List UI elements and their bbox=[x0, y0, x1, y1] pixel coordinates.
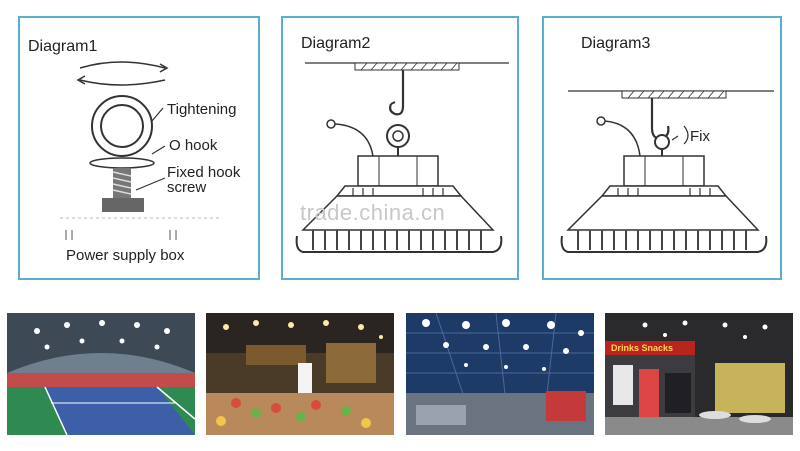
food-court-photo: Drinks Snacks bbox=[605, 313, 793, 435]
tennis-court-photo bbox=[7, 313, 195, 435]
diagram1-title: Diagram1 bbox=[28, 38, 98, 55]
restaurant-buffet-photo bbox=[206, 313, 394, 435]
diagram3-panel: Diagram3 bbox=[542, 16, 782, 280]
watermark: trade.china.cn bbox=[300, 200, 446, 225]
diagram3-title: Diagram3 bbox=[581, 35, 651, 52]
diagram1-panel: Diagram1 Tightening O hook Fixed ho bbox=[18, 16, 260, 280]
lamp-fixed-illustration bbox=[560, 90, 774, 253]
diagram2-title: Diagram2 bbox=[301, 35, 371, 52]
o-hook-label: O hook bbox=[169, 137, 218, 154]
power-supply-box-label: Power supply box bbox=[66, 247, 185, 264]
fix-label: Fix bbox=[690, 128, 710, 145]
o-hook-illustration bbox=[60, 61, 220, 240]
screw-label: screw bbox=[167, 179, 207, 196]
warehouse-ceiling-photo bbox=[406, 313, 594, 435]
diagram2-panel: Diagram2 bbox=[281, 16, 519, 280]
fixed-hook-label: Fixed hook bbox=[167, 164, 241, 181]
lamp-hook-illustration bbox=[295, 62, 509, 253]
tightening-label: Tightening bbox=[167, 101, 237, 118]
drinks-snacks-sign: Drinks Snacks bbox=[611, 343, 674, 353]
